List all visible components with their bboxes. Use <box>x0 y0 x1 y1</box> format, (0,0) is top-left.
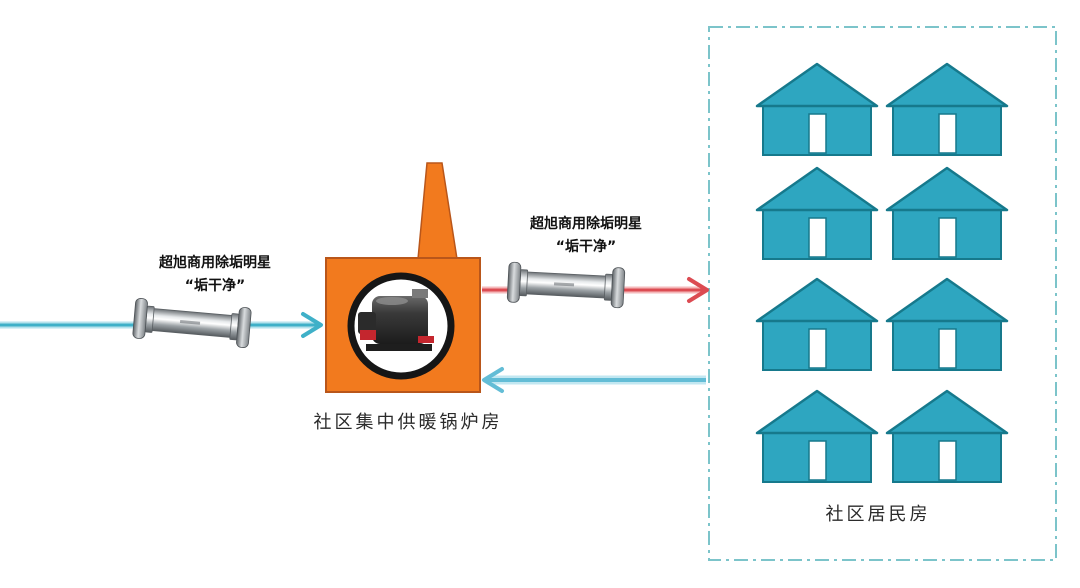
right-descaler-slogan: “垢干净” <box>556 238 616 255</box>
boiler-chimney <box>417 162 458 260</box>
left-descaler-name: 超旭商用除垢明星 <box>158 254 271 271</box>
return-water-line <box>482 367 706 393</box>
house-door <box>808 113 827 154</box>
residence-area: 社区居民房 <box>708 26 1057 561</box>
inlet-arrowhead <box>301 312 323 338</box>
house-door <box>808 440 827 481</box>
house-door <box>808 328 827 369</box>
right-descaler-pipe <box>506 261 626 309</box>
left-descaler-logo-mark <box>179 319 201 325</box>
right-descaler-inlet-flange <box>506 261 522 303</box>
house-door <box>938 217 957 258</box>
right-descaler-name: 超旭商用除垢明星 <box>529 215 642 232</box>
house-door <box>938 440 957 481</box>
right-descaler-outlet-flange <box>610 267 626 309</box>
house-roof <box>885 166 1009 212</box>
house-door <box>808 217 827 258</box>
left-descaler-pipe <box>132 298 252 348</box>
residence-area-border <box>708 26 1057 561</box>
left-descaler-outlet-flange <box>236 307 252 348</box>
house <box>885 277 1009 371</box>
house-roof <box>755 389 879 435</box>
right-descaler-logo-mark <box>553 282 575 287</box>
house-door <box>938 113 957 154</box>
house-roof <box>885 389 1009 435</box>
return-arrowhead <box>482 367 504 393</box>
boiler-machine-icon <box>358 289 434 351</box>
house <box>885 62 1009 156</box>
house-roof <box>885 62 1009 108</box>
residence-label: 社区居民房 <box>826 504 931 525</box>
house-roof <box>755 166 879 212</box>
house-roof <box>755 277 879 323</box>
residence-houses <box>755 62 1009 483</box>
house <box>755 62 879 156</box>
supply-arrowhead <box>687 277 709 303</box>
house <box>885 389 1009 483</box>
house <box>885 166 1009 260</box>
left-descaler-slogan: “垢干净” <box>185 277 245 294</box>
house-roof <box>755 62 879 108</box>
boiler-room-label: 社区集中供暖锅炉房 <box>314 412 503 433</box>
house <box>755 277 879 371</box>
left-descaler-inlet-flange <box>132 298 148 339</box>
house-roof <box>885 277 1009 323</box>
house-door <box>938 328 957 369</box>
house <box>755 389 879 483</box>
house <box>755 166 879 260</box>
boiler-room <box>325 162 481 393</box>
